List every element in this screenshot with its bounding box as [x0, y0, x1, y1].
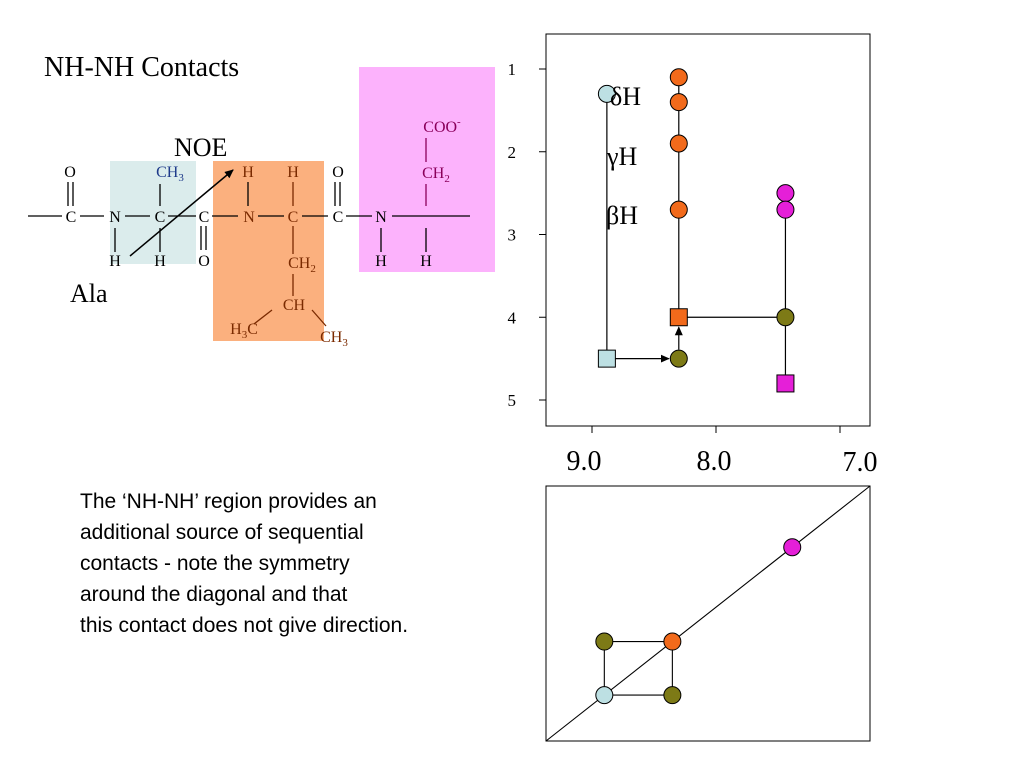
peak-square [669, 308, 688, 327]
nhnh-peak [663, 632, 682, 651]
spectrum-frame [545, 33, 871, 427]
peak-circle [669, 68, 688, 87]
atom-c-3: C [333, 209, 344, 226]
peak-circle [669, 134, 688, 153]
atom-h-n1: H [109, 253, 121, 270]
atom-c-alpha-ala: C [155, 209, 166, 226]
caption-line-2: additional source of sequential [80, 521, 364, 544]
asp-ch2: CH2 [422, 165, 450, 185]
slide-title: NH-NH Contacts [44, 52, 240, 83]
atom-o-2: O [198, 253, 210, 270]
atom-c-alpha-leu: C [288, 209, 299, 226]
atom-o-1: O [64, 164, 76, 181]
peak-square [597, 349, 616, 368]
atom-h-n3: H [375, 253, 387, 270]
y-tick-label: 1 [508, 60, 517, 79]
caption-line-3: contacts - note the symmetry [80, 552, 350, 575]
leu-ch2: CH2 [288, 255, 316, 275]
nhnh-peak [663, 686, 682, 705]
nhnh-peak [595, 686, 614, 705]
atom-c-1: C [66, 209, 77, 226]
nhnh-frame [545, 485, 871, 742]
peak-circle [669, 349, 688, 368]
x-tick-label: 7.0 [843, 447, 878, 478]
atom-h-n2: H [242, 164, 254, 181]
atom-n-3: N [375, 209, 387, 226]
leu-side-chain-bonds [253, 182, 327, 327]
leu-ch: CH [283, 297, 306, 314]
nhnh-peaks [595, 538, 802, 705]
delta-h-label: δH [610, 82, 641, 111]
diagonal-line [545, 485, 871, 742]
peak-circle [776, 308, 795, 327]
leu-ch3: CH3 [320, 329, 348, 349]
x-tick-label: 9.0 [567, 446, 602, 477]
atom-n-2: N [243, 209, 255, 226]
y-tick-label: 3 [508, 226, 517, 245]
y-tick-label: 2 [508, 143, 517, 162]
leu-h3c: H3C [230, 321, 258, 341]
nhnh-peak [595, 632, 614, 651]
y-tick-label: 5 [508, 391, 517, 410]
atom-n-1: N [109, 209, 121, 226]
atom-h-alpha-asp: H [420, 253, 432, 270]
bonds [28, 182, 470, 252]
caption-line-5: this contact does not give direction. [80, 614, 409, 637]
atom-h-alpha-ala: H [154, 253, 166, 270]
x-tick-label: 8.0 [697, 446, 732, 477]
y-tick-label: 4 [508, 308, 517, 327]
ala-methyl: CH3 [156, 164, 184, 184]
atom-h-alpha-leu: H [287, 164, 299, 181]
beta-h-label: βH [606, 201, 638, 230]
noe-arrow [129, 169, 234, 257]
peak-circle [597, 84, 616, 103]
peak-circle [669, 93, 688, 112]
caption-text: The ‘NH-NH’ region provides an additiona… [80, 486, 520, 641]
asp-residue-box [359, 67, 495, 272]
atom-c-2: C [199, 209, 210, 226]
peak-circle [776, 200, 795, 219]
caption-line-1: The ‘NH-NH’ region provides an [80, 490, 377, 513]
noe-label: NOE [174, 133, 227, 162]
nhnh-peak [783, 538, 802, 557]
peak-circle [669, 200, 688, 219]
caption-line-4: around the diagonal and that [80, 583, 348, 606]
asp-coo: COO- [423, 116, 461, 136]
spin-system-lines [606, 77, 787, 384]
leu-residue-box [213, 161, 324, 341]
peak-square [776, 374, 795, 393]
gamma-h-label: γH [606, 142, 637, 171]
x-axis: 9.0 8.0 7.0 [567, 426, 878, 478]
peak-circle [776, 184, 795, 203]
atom-o-3: O [332, 164, 344, 181]
ala-label: Ala [70, 279, 108, 308]
spectrum-peaks [597, 68, 795, 393]
y-axis: 1 2 3 4 5 [508, 60, 546, 410]
